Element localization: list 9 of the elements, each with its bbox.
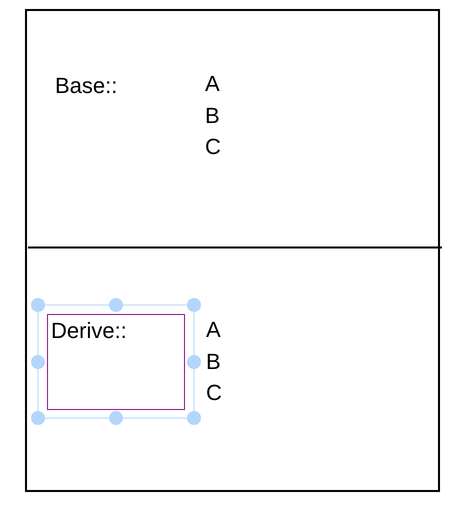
- text-label: A: [205, 70, 220, 98]
- text-label: C: [205, 133, 221, 161]
- box-label: Derive::: [51, 317, 127, 345]
- text-label: A: [206, 316, 221, 344]
- text-label: C: [206, 379, 222, 407]
- text-label: Base::: [55, 72, 118, 100]
- selected-box: [47, 314, 185, 410]
- text-label: B: [205, 102, 220, 130]
- text-label: B: [206, 348, 221, 376]
